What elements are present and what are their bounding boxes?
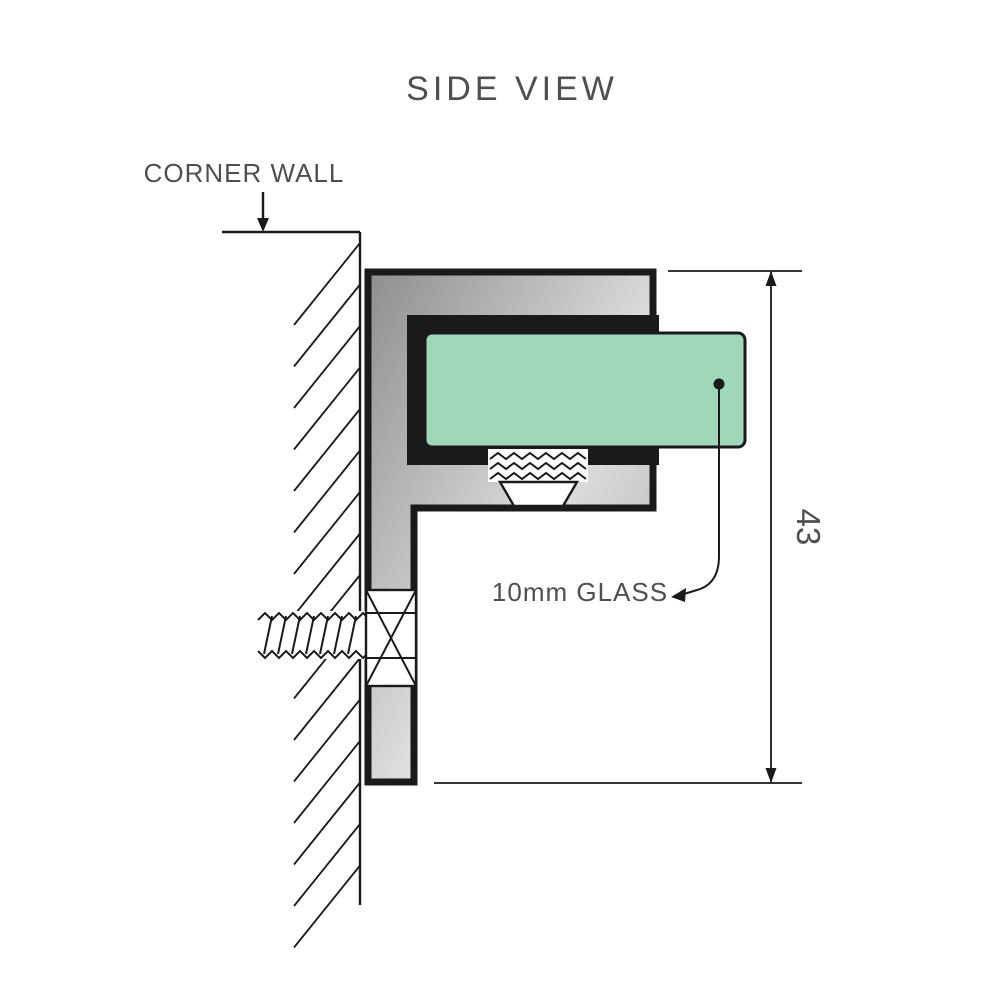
screw-thread-flanks bbox=[263, 615, 357, 655]
screw-threads-bottom bbox=[257, 649, 371, 660]
leader-line bbox=[683, 389, 720, 595]
wall-hatching bbox=[293, 242, 361, 949]
corner-wall-label: CORNER WALL bbox=[144, 158, 345, 188]
hatch-line bbox=[293, 532, 361, 617]
page-title: SIDE VIEW bbox=[406, 70, 618, 108]
dimension-43: 43 bbox=[434, 270, 827, 784]
hatch-line bbox=[293, 408, 361, 492]
hatch-line bbox=[293, 740, 361, 824]
dimension-arrowhead-top-icon bbox=[765, 271, 777, 286]
dimension-value: 43 bbox=[790, 509, 827, 546]
hatch-line bbox=[293, 449, 361, 534]
screw-head-cross-section bbox=[365, 589, 417, 687]
hatch-line bbox=[293, 864, 361, 949]
corner-wall-annotation: CORNER WALL bbox=[144, 158, 345, 232]
dimension-arrowhead-bottom-icon bbox=[765, 768, 777, 783]
hatch-line bbox=[293, 366, 361, 451]
hatch-line bbox=[293, 242, 361, 326]
grub-screw-threads bbox=[489, 451, 587, 481]
hatch-line bbox=[293, 283, 361, 368]
hatch-line bbox=[293, 823, 361, 907]
grub-screw-body bbox=[488, 449, 588, 482]
glass-panel bbox=[423, 331, 747, 449]
grub-screw-tip bbox=[497, 480, 580, 508]
leader-arrowhead-icon bbox=[671, 588, 686, 602]
glass-annotation: 10mm GLASS bbox=[492, 378, 725, 607]
wall bbox=[222, 230, 362, 949]
hatch-line bbox=[293, 657, 361, 741]
hatch-line bbox=[293, 698, 361, 783]
leader-dot bbox=[713, 378, 725, 390]
glass-label: 10mm GLASS bbox=[492, 577, 668, 607]
grub-screw bbox=[488, 449, 588, 508]
hatch-line bbox=[293, 491, 361, 575]
hatch-line bbox=[293, 781, 361, 866]
mounting-screw bbox=[252, 588, 418, 688]
corner-wall-arrowhead-icon bbox=[257, 218, 269, 232]
hatch-line bbox=[293, 325, 361, 409]
